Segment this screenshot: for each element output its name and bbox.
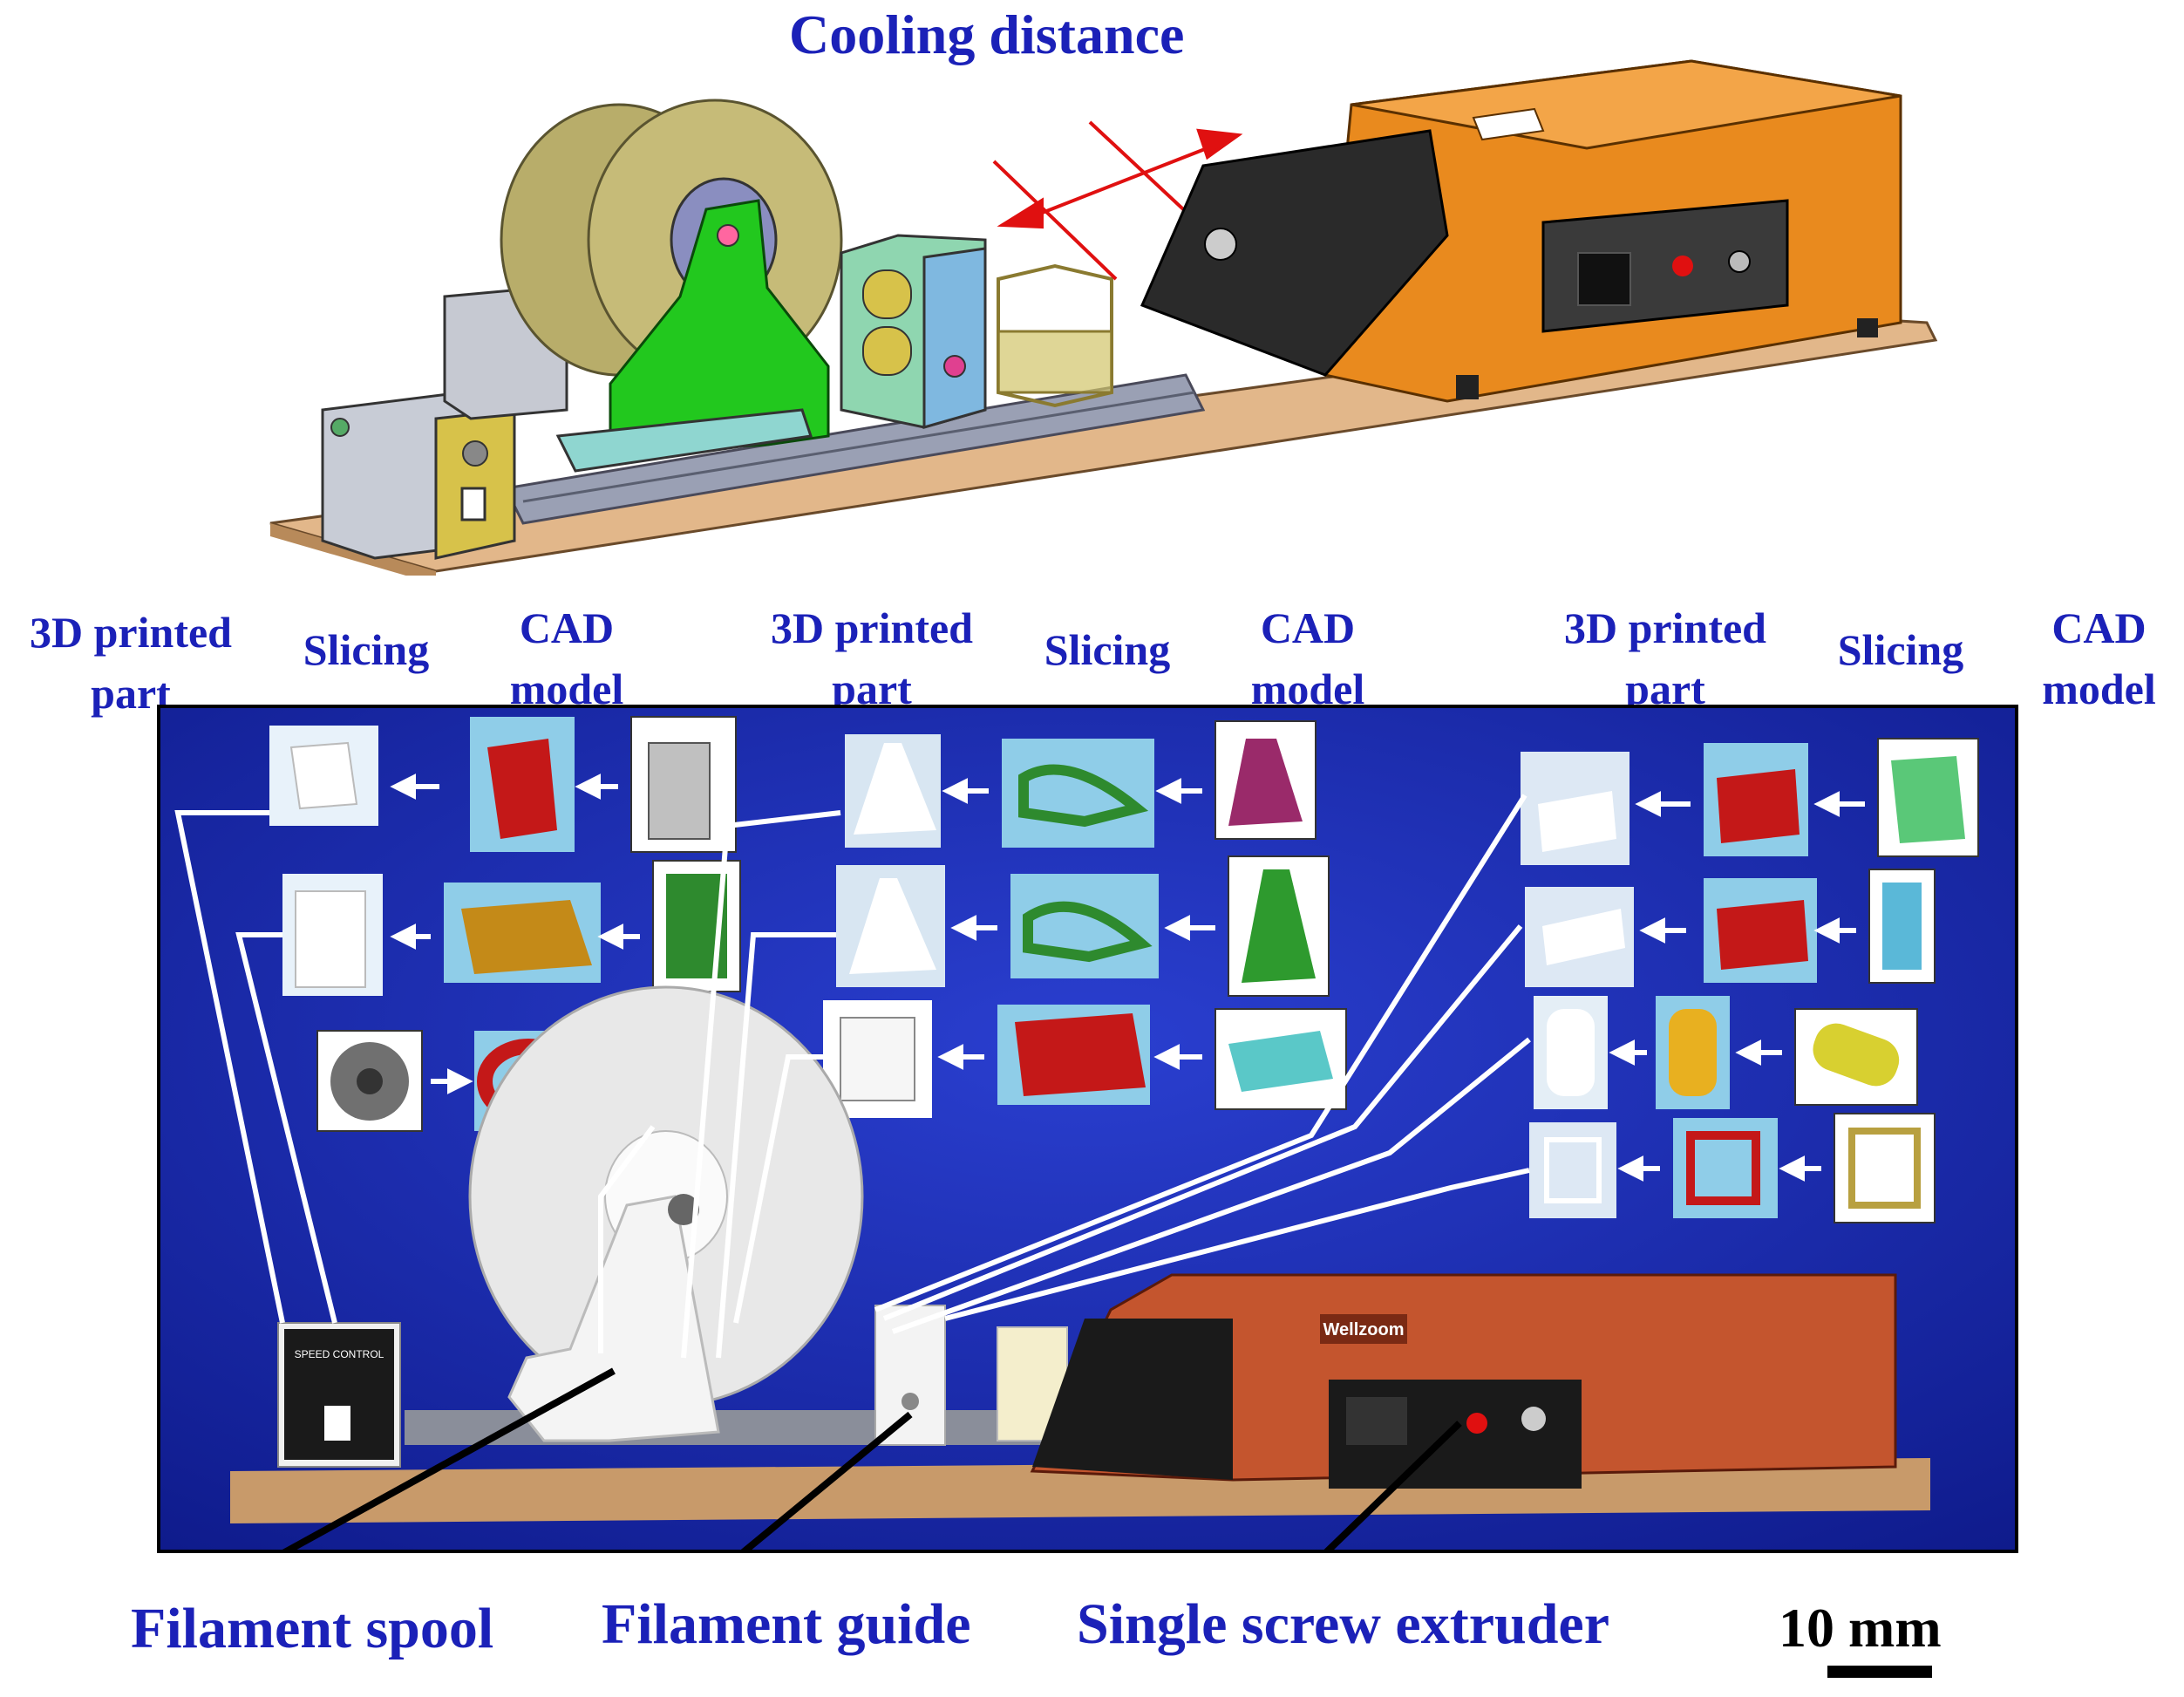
label-cad-model-1: CAD model (509, 603, 624, 713)
scale-bar (1827, 1666, 1932, 1678)
speed-control-label: SPEED CONTROL (295, 1348, 384, 1360)
callout-lines (282, 1367, 1462, 1550)
label-slicing-3: Slicing (1837, 625, 1964, 674)
label-cad-model-2: CAD model (1250, 603, 1365, 713)
group3-thumbnails (1521, 738, 1979, 1223)
cad-roller-guide (840, 234, 987, 429)
photo-hardware: SPEED CONTROL Wellzoom (230, 985, 1930, 1523)
label-slicing-1: Slicing (303, 625, 430, 674)
label-3d-printed-part-3: 3D printed part (1564, 603, 1766, 713)
thumb-g3-r4-printed (1529, 1122, 1616, 1218)
callout-filament-spool: Filament spool (131, 1597, 494, 1660)
label-3d-printed-part-2: 3D printed part (771, 603, 973, 713)
group2-thumbnails (823, 720, 1347, 1118)
callout-filament-guide: Filament guide (602, 1592, 971, 1656)
scale-bar-label: 10 mm (1779, 1597, 1942, 1659)
label-slicing-2: Slicing (1044, 625, 1171, 674)
cooling-distance-title: Cooling distance (789, 3, 1185, 65)
callout-single-screw-extruder: Single screw extruder (1077, 1592, 1609, 1656)
label-3d-printed-part-1: 3D printed part (30, 608, 232, 718)
photo-scene: SPEED CONTROL Wellzoom (160, 708, 2015, 1550)
extruder-brand-label: Wellzoom (1323, 1320, 1405, 1339)
leader-lines (174, 794, 1531, 1359)
cad-spool-holder (555, 199, 830, 473)
cooling-distance-arrows (992, 120, 1243, 281)
cad-cube-guide (997, 263, 1113, 408)
cad-speed-control-box (321, 391, 516, 560)
photo-panel: SPEED CONTROL Wellzoom (157, 705, 2018, 1553)
label-cad-model-3: CAD model (2042, 603, 2156, 713)
photo-speed-control-box: SPEED CONTROL (277, 1322, 401, 1468)
photo-extruder: Wellzoom (1030, 1273, 1897, 1489)
cad-rendering (269, 59, 1938, 576)
cad-extruder (1140, 59, 1902, 403)
